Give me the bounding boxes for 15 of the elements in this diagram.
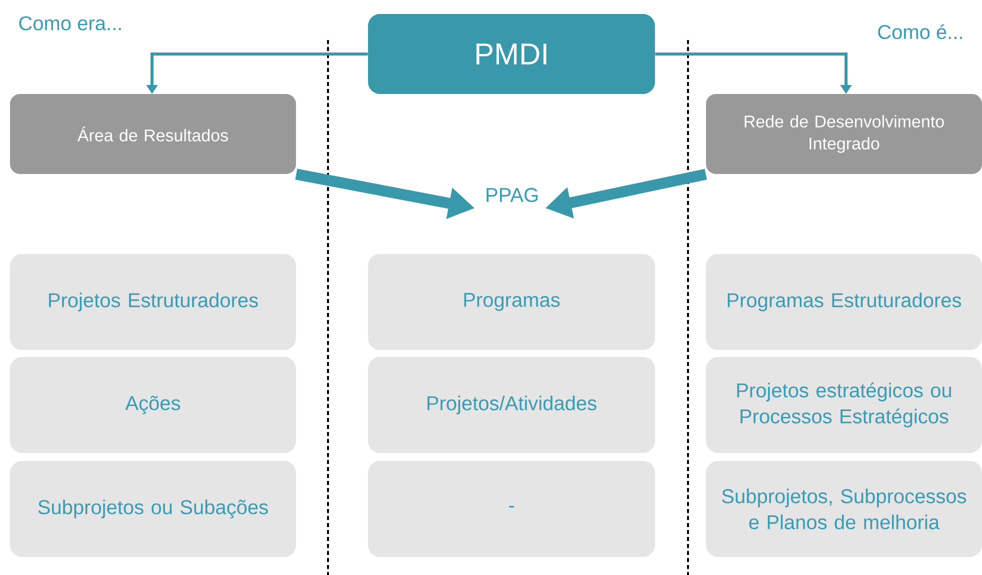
- level-box: Projetos/Atividades: [368, 357, 655, 453]
- level-box: -: [368, 461, 655, 557]
- column-heading: Como é...: [878, 24, 962, 40]
- level-box: Subprojetos ou Subações: [10, 461, 296, 557]
- process-box: Rede de Desenvolvimento Integrado: [706, 94, 982, 174]
- level-box: Projetos estratégicos ou Processos Estratégicos: [706, 357, 982, 453]
- level-box: Subprojetos, Subprocessos e Planos de melhoria: [706, 461, 982, 557]
- column-heading: Como era...: [19, 16, 121, 30]
- level-box: Programas: [368, 254, 655, 350]
- bare-text: PPAG: [486, 188, 538, 202]
- process-box: PMDI: [368, 14, 655, 94]
- level-box: Ações: [10, 357, 296, 453]
- level-box: Projetos Estruturadores: [10, 254, 296, 350]
- level-box: Programas Estruturadores: [706, 254, 982, 350]
- process-box: Área de Resultados: [10, 94, 296, 174]
